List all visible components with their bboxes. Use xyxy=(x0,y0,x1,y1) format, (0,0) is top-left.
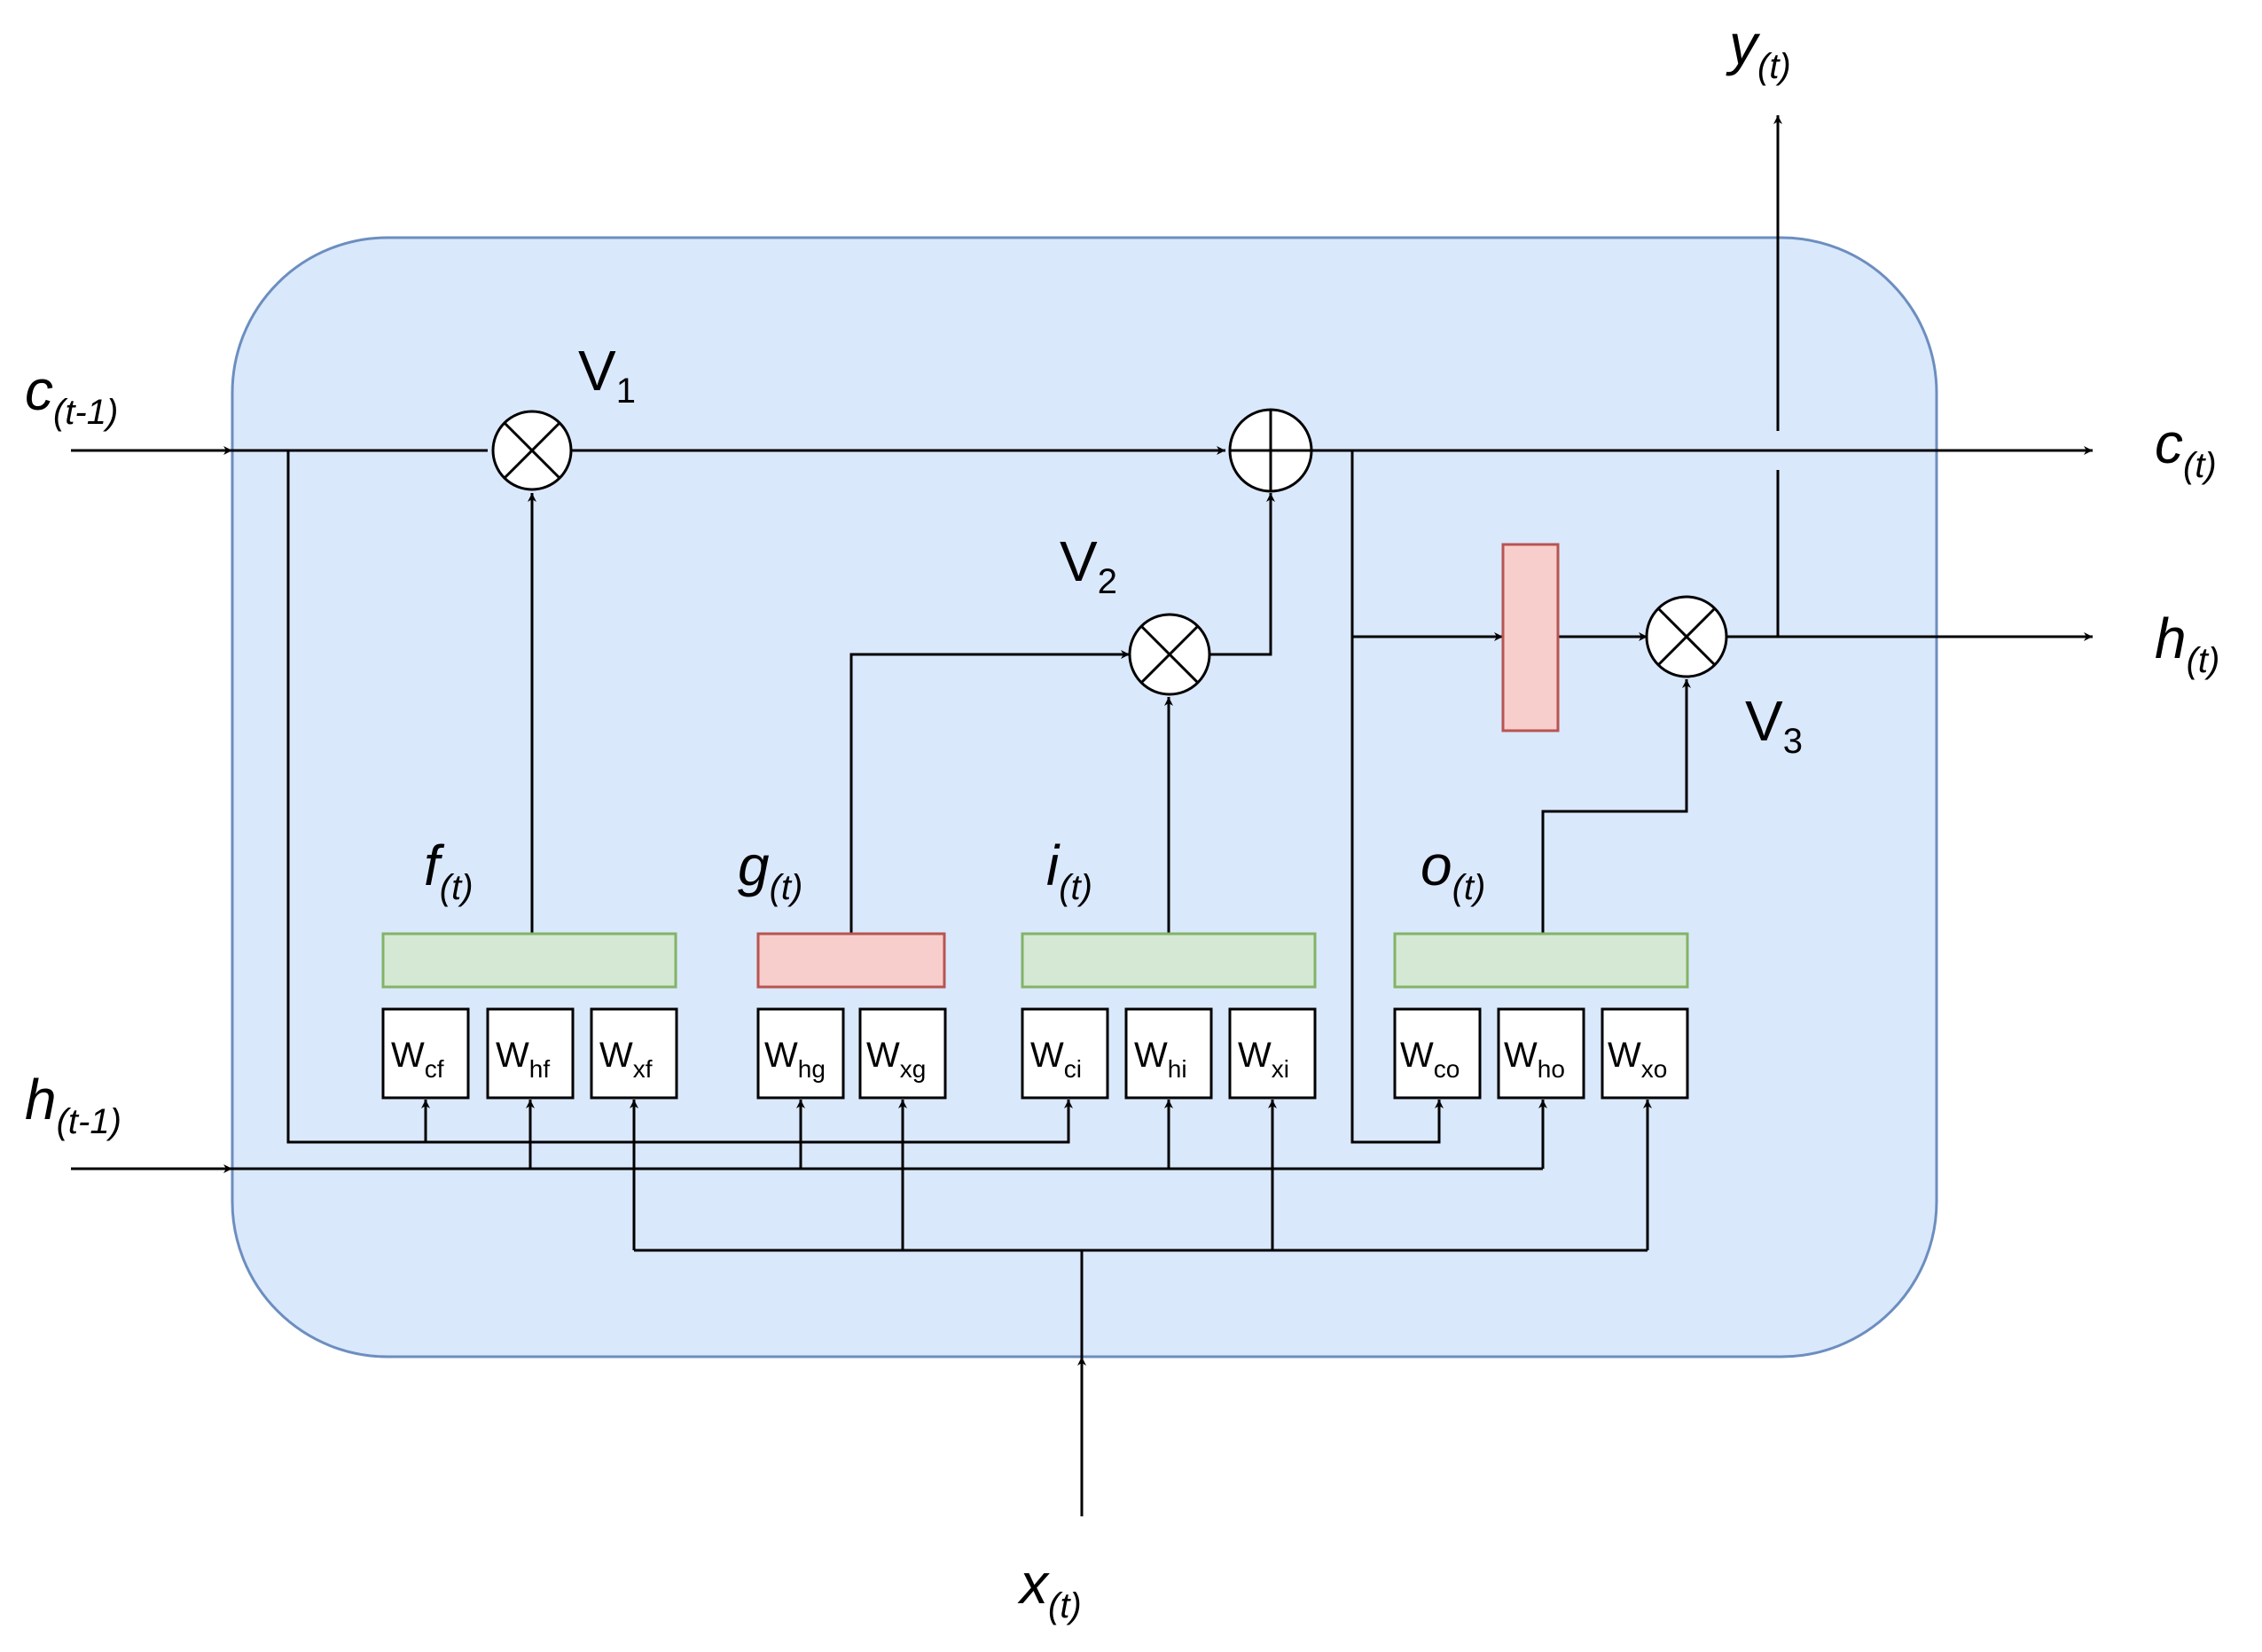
weight-w-xf: Wxf xyxy=(590,1007,678,1100)
c-out-peephole-line xyxy=(1350,450,1444,1144)
svg-text:Who: Who xyxy=(1504,1036,1565,1083)
c-prev-label: c(t-1) xyxy=(25,358,118,432)
weight-w-xg: Wxg xyxy=(858,1007,947,1100)
g-gate-bar xyxy=(756,932,946,989)
v3-multiply-node xyxy=(1645,595,1728,678)
svg-text:Wxg: Wxg xyxy=(866,1036,926,1083)
svg-text:Whf: Whf xyxy=(496,1036,550,1083)
i-gate-label: i(t) xyxy=(1046,834,1092,907)
v1-multiply-node xyxy=(491,410,573,491)
y-out-label: y(t) xyxy=(1726,12,1791,86)
f-gate-bar xyxy=(381,932,677,989)
v2-label: V2 xyxy=(1060,529,1117,601)
v1-label: V1 xyxy=(578,339,636,411)
c-out-label: c(t) xyxy=(2155,411,2217,485)
svg-text:Whi: Whi xyxy=(1134,1036,1187,1083)
o-gate-bar xyxy=(1393,932,1689,989)
weight-w-hi: Whi xyxy=(1124,1007,1213,1100)
svg-text:Wxo: Wxo xyxy=(1608,1036,1667,1083)
v2-multiply-node xyxy=(1128,613,1211,696)
c-prev-peephole-line xyxy=(286,450,1073,1144)
svg-text:Wcf: Wcf xyxy=(391,1036,444,1083)
weight-w-ho: Who xyxy=(1497,1007,1585,1100)
weight-w-hg: Whg xyxy=(756,1007,845,1100)
o-gate-label: o(t) xyxy=(1421,834,1485,907)
x-distribution xyxy=(630,1100,1652,1357)
v2-to-sum-line xyxy=(1209,493,1275,656)
weight-w-cf: Wcf xyxy=(381,1007,470,1100)
h-out-label: h(t) xyxy=(2155,607,2219,680)
weight-w-co: Wco xyxy=(1393,1007,1482,1100)
o-to-v3-line xyxy=(1541,679,1691,934)
weight-w-ci: Wci xyxy=(1021,1007,1109,1100)
tanh-block xyxy=(1501,543,1560,732)
sum-add-node xyxy=(1228,408,1313,493)
weight-w-hf: Whf xyxy=(486,1007,575,1100)
i-gate-bar xyxy=(1021,932,1317,989)
svg-text:Whg: Whg xyxy=(764,1036,826,1083)
weight-w-xi: Wxi xyxy=(1228,1007,1317,1100)
svg-text:Wco: Wco xyxy=(1400,1036,1460,1083)
g-to-v2-line xyxy=(849,650,1130,934)
g-gate-label: g(t) xyxy=(738,834,802,907)
x-input-label: x(t) xyxy=(1017,1552,1082,1625)
svg-text:Wci: Wci xyxy=(1030,1036,1082,1083)
weight-w-xo: Wxo xyxy=(1601,1007,1689,1100)
h-prev-label: h(t-1) xyxy=(25,1068,121,1141)
h-prev-distribution xyxy=(232,1100,1547,1170)
lstm-cell-container xyxy=(231,236,1938,1358)
svg-text:Wxi: Wxi xyxy=(1238,1036,1289,1083)
v3-label: V3 xyxy=(1745,689,1803,761)
svg-text:Wxf: Wxf xyxy=(599,1036,653,1083)
